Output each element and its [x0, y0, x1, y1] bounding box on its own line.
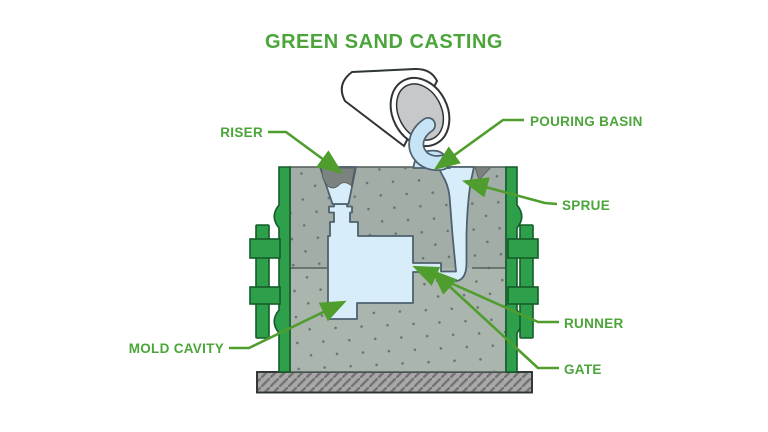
- pouring-basin-leader-line: [433, 118, 524, 171]
- clamp-left: [249, 224, 281, 339]
- label-gate: GATE: [564, 362, 602, 377]
- label-pouring-basin: POURING BASIN: [530, 114, 643, 129]
- gate-leader-line: [431, 269, 559, 370]
- flask-wall-right: [505, 166, 523, 373]
- pouring-ladle: [340, 67, 451, 148]
- sprue-corner-sand: [474, 166, 492, 181]
- diagram-title: GREEN SAND CASTING: [265, 31, 503, 53]
- label-riser: RISER: [220, 125, 263, 140]
- label-mold-cavity: MOLD CAVITY: [129, 341, 224, 356]
- flask-wall-left: [273, 166, 291, 373]
- riser-leader-line: [268, 130, 344, 175]
- mold-cavity-leader-line: [229, 300, 347, 350]
- label-runner: RUNNER: [564, 316, 624, 331]
- label-sprue: SPRUE: [562, 198, 610, 213]
- clamp-right: [507, 224, 539, 339]
- sprue-leader-line: [461, 177, 558, 206]
- base-plate: [256, 371, 533, 394]
